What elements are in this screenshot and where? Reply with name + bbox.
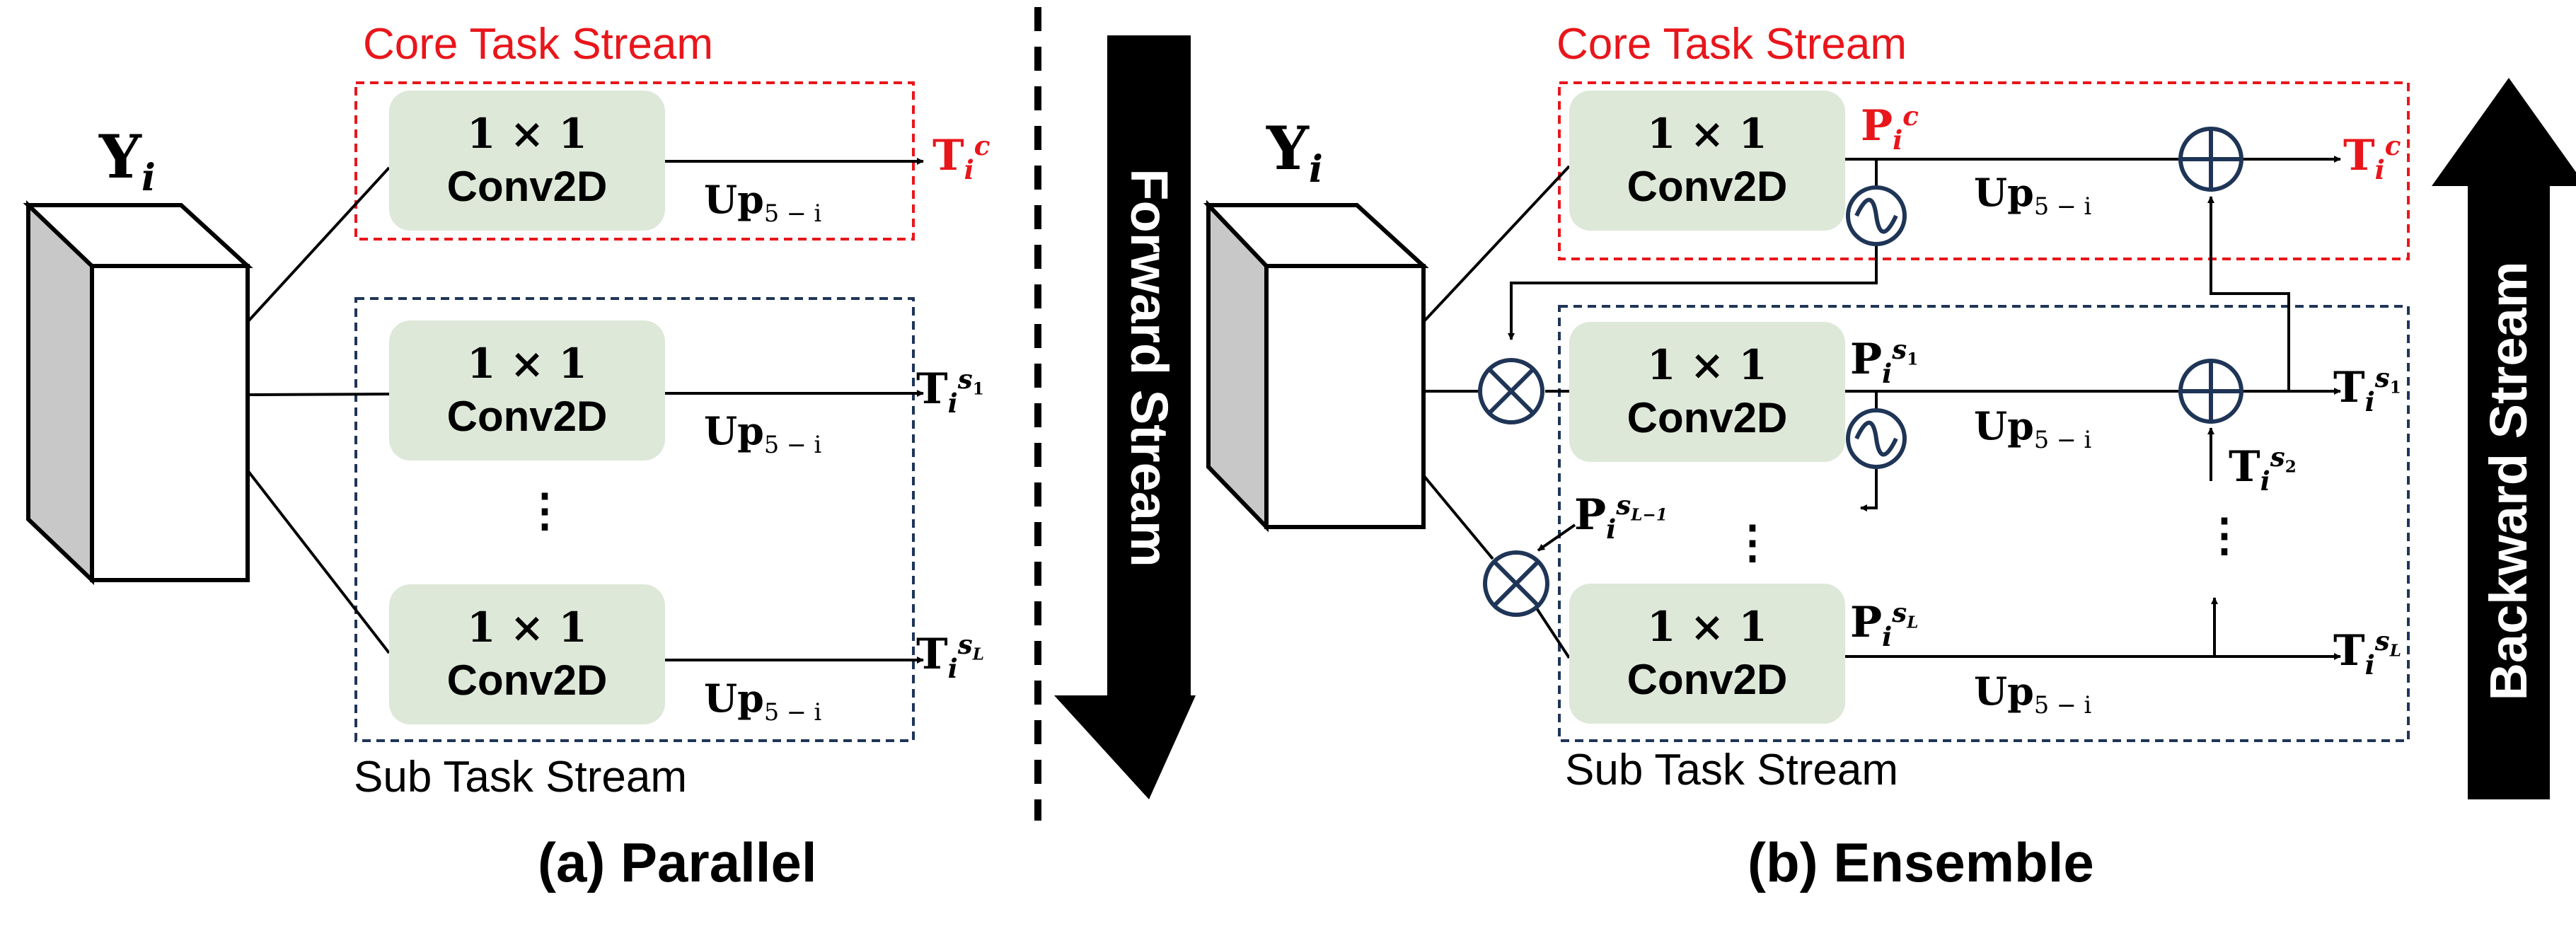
sine-gate-core bbox=[1846, 185, 1907, 246]
conv2d-block-core-a: 1 × 1 Conv2D bbox=[389, 91, 665, 231]
input-symbol-b: Yi bbox=[1266, 113, 1323, 191]
sine-gate-sub bbox=[1846, 408, 1907, 469]
conv-kernel-label: 1 × 1 bbox=[1647, 341, 1767, 390]
upsample-label-core-a: Up5 − i bbox=[704, 177, 822, 227]
wires-b bbox=[1422, 156, 2341, 660]
conv-op-label: Conv2D bbox=[446, 162, 608, 210]
input-tensor-cube-b bbox=[1203, 199, 1429, 533]
core-task-box-a bbox=[354, 81, 915, 241]
vertical-ellipsis-b-right: ⋮ bbox=[2202, 509, 2247, 562]
multiply-circle-lower bbox=[1483, 550, 1549, 617]
conv2d-block-sub1-a: 1 × 1 Conv2D bbox=[389, 320, 665, 461]
output-sub1-b: Tis1 bbox=[2333, 362, 2401, 417]
output-core-a: Tic bbox=[932, 130, 990, 185]
conv-op-label: Conv2D bbox=[1627, 162, 1788, 210]
conv2d-block-subL-b: 1 × 1 Conv2D bbox=[1569, 584, 1845, 724]
upsample-label-core-b: Up5 − i bbox=[1974, 170, 2092, 220]
upsample-label-subL-a: Up5 − i bbox=[704, 676, 822, 726]
p-label-sub1: Pis1 bbox=[1850, 334, 1919, 389]
vertical-ellipsis-b-left: ⋮ bbox=[1730, 516, 1775, 569]
backward-stream-label: Backward Stream bbox=[2479, 261, 2538, 701]
sum-circle-sub bbox=[2178, 359, 2243, 424]
p-label-core: Pic bbox=[1861, 100, 1919, 156]
output-subL-b: TisL bbox=[2333, 625, 2401, 681]
sub-task-label-a: Sub Task Stream bbox=[354, 753, 687, 802]
conv-kernel-label: 1 × 1 bbox=[1647, 110, 1767, 158]
forward-stream-arrow-shape bbox=[1054, 35, 1196, 799]
conv-kernel-label: 1 × 1 bbox=[467, 340, 587, 388]
input-tensor-cube-a bbox=[23, 199, 253, 586]
conv-op-label: Conv2D bbox=[1627, 393, 1788, 441]
upsample-label-sub1-a: Up5 − i bbox=[704, 408, 822, 458]
input-symbol-a: Yi bbox=[99, 122, 156, 199]
fan-lines-a bbox=[246, 166, 391, 654]
caption-parallel: (a) Parallel bbox=[538, 831, 817, 893]
conv2d-block-subL-a: 1 × 1 Conv2D bbox=[389, 584, 665, 724]
forward-stream-label: Forward Stream bbox=[1120, 168, 1179, 567]
sum-circle-core bbox=[2178, 127, 2243, 192]
upsample-label-subL-b: Up5 − i bbox=[1974, 669, 2092, 719]
output-sub2-b: Tis2 bbox=[2229, 441, 2297, 497]
upsample-label-sub1-b: Up5 − i bbox=[1974, 403, 2092, 453]
p-label-subL: PisL bbox=[1850, 597, 1919, 652]
conv-kernel-label: 1 × 1 bbox=[1647, 603, 1767, 652]
sub-task-box-b bbox=[1558, 305, 2410, 742]
core-task-label-b: Core Task Stream bbox=[1556, 20, 1907, 69]
output-core-b: Tic bbox=[2343, 130, 2401, 185]
output-sub1-a: Tis1 bbox=[916, 364, 984, 419]
output-arrows-a bbox=[665, 158, 924, 664]
conv2d-block-core-b: 1 × 1 Conv2D bbox=[1569, 91, 1845, 231]
p-label-subL-minus-1: PisL−1 bbox=[1574, 490, 1668, 545]
backward-stream-arrow bbox=[2432, 78, 2576, 799]
conv2d-block-sub1-b: 1 × 1 Conv2D bbox=[1569, 322, 1845, 462]
sub-task-label-b: Sub Task Stream bbox=[1565, 746, 1898, 794]
vertical-ellipsis-a: ⋮ bbox=[522, 484, 567, 537]
sub-task-box-a bbox=[354, 297, 915, 742]
output-subL-a: TisL bbox=[916, 629, 984, 684]
conv-kernel-label: 1 × 1 bbox=[467, 110, 587, 158]
multiply-circle-upper bbox=[1478, 358, 1544, 424]
conv-op-label: Conv2D bbox=[446, 392, 608, 440]
conv-kernel-label: 1 × 1 bbox=[467, 603, 587, 652]
conv-op-label: Conv2D bbox=[446, 656, 608, 704]
caption-ensemble: (b) Ensemble bbox=[1748, 831, 2094, 893]
conv-op-label: Conv2D bbox=[1627, 655, 1788, 703]
core-task-label-a: Core Task Stream bbox=[363, 20, 714, 69]
core-task-box-b bbox=[1558, 81, 2410, 260]
